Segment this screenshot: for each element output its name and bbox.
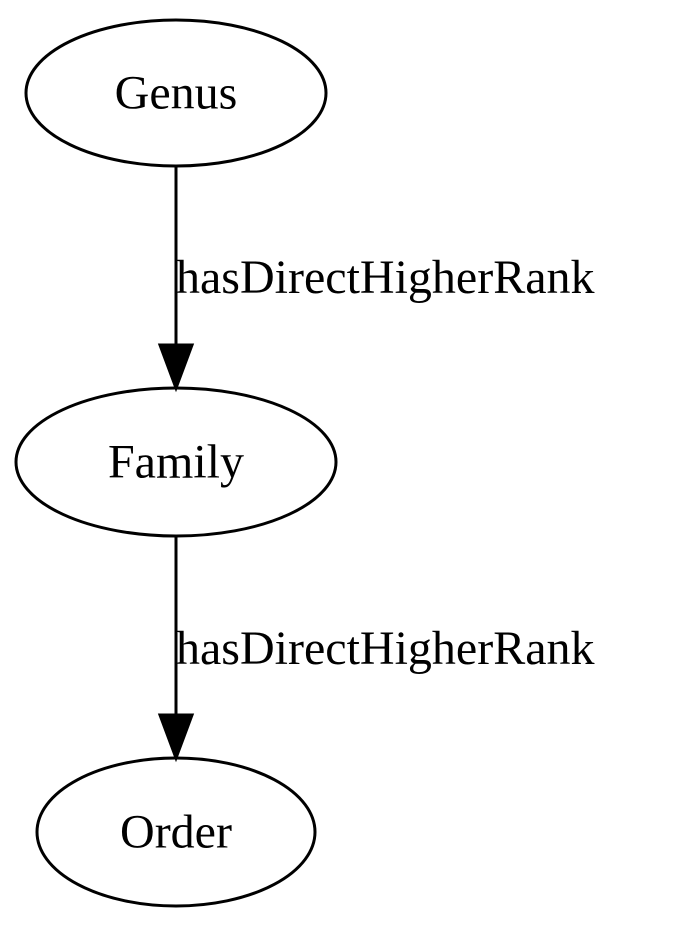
node-order-shape [35,756,317,908]
node-family[interactable]: Family [14,386,338,538]
edge-family-order-label: hasDirectHigherRank [176,622,595,675]
node-family-label: Family [108,436,244,489]
node-genus-label: Genus [115,67,238,120]
edge-genus-family-label: hasDirectHigherRank [176,251,595,304]
node-genus[interactable]: Genus [24,18,328,168]
node-order-label: Order [120,806,232,859]
edge-genus-family: hasDirectHigherRank [157,166,595,393]
edge-genus-family-arrowhead [157,343,195,393]
edge-family-order-arrowhead [157,713,195,763]
node-order[interactable]: Order [35,756,317,908]
edge-family-order: hasDirectHigherRank [157,536,595,763]
